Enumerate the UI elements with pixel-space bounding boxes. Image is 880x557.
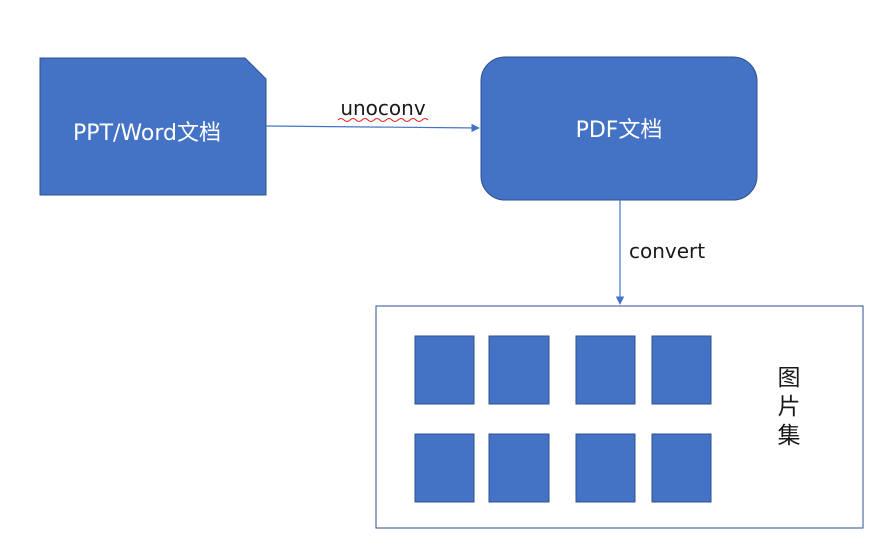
- source-doc-label: PPT/Word文档: [73, 121, 221, 146]
- image-thumbnail: [651, 335, 712, 405]
- image-set-label-char: 片: [778, 394, 801, 420]
- image-thumbnail: [488, 433, 550, 503]
- image-thumbnail: [488, 335, 550, 405]
- image-thumbnail: [575, 335, 636, 405]
- image-thumbnail: [651, 433, 712, 503]
- edge-convert-label: convert: [629, 239, 705, 263]
- pdf-doc-shape: [480, 56, 758, 201]
- image-thumbnail: [414, 433, 475, 503]
- image-thumbnail: [575, 433, 636, 503]
- pdf-doc-label: PDF文档: [576, 118, 663, 143]
- image-set-label-char: 图: [778, 365, 801, 391]
- image-thumbnail: [414, 335, 475, 405]
- spellcheck-underline: [337, 118, 429, 122]
- source-doc-shape: [39, 57, 267, 196]
- image-set-label-char: 集: [778, 423, 801, 449]
- edge-unoconv-arrow: [265, 123, 480, 133]
- edge-unoconv-label: unoconv: [340, 96, 425, 120]
